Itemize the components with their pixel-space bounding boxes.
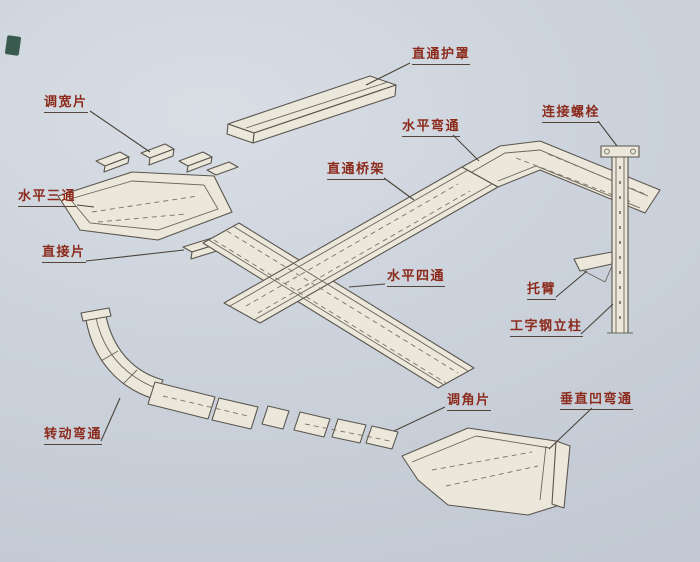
leader-rotating-bend — [100, 397, 121, 442]
label-rotating-bend: 转动弯通 — [44, 428, 103, 445]
leader-angle-adjust-piece — [393, 406, 446, 432]
width-adjust-pieces-drawing — [95, 143, 239, 176]
leader-straight-cover — [365, 62, 411, 86]
label-vertical-concave-bend: 垂直凹弯通 — [560, 393, 633, 410]
leader-connecting-bolt — [597, 120, 618, 147]
horizontal-tee-drawing — [57, 171, 233, 241]
leader-horizontal-bend — [452, 134, 480, 162]
vertical-concave-bend-drawing — [401, 427, 571, 516]
label-horizontal-tee: 水平三通 — [18, 190, 77, 207]
leader-connector-piece — [85, 249, 185, 262]
label-straight-cover: 直通护罩 — [412, 48, 471, 65]
label-horizontal-bend: 水平弯通 — [402, 120, 461, 137]
label-horizontal-cross: 水平四通 — [387, 270, 446, 287]
leader-i-beam-column — [580, 303, 614, 335]
label-width-adjust-piece: 调宽片 — [44, 96, 88, 113]
label-angle-adjust-piece: 调角片 — [447, 394, 491, 411]
support-arm-drawing — [573, 251, 613, 283]
leader-straight-tray — [383, 177, 415, 201]
leader-horizontal-cross — [348, 283, 386, 288]
angle-adjust-pieces-drawing — [293, 411, 399, 450]
straight-cover-drawing — [226, 75, 397, 144]
leader-lines — [76, 62, 618, 450]
label-connector-piece: 直接片 — [42, 246, 86, 263]
leader-width-adjust-piece — [89, 110, 151, 153]
label-support-arm: 托臂 — [527, 283, 557, 300]
horizontal-cross-drawing — [202, 166, 499, 389]
leader-vertical-concave-bend — [548, 407, 593, 450]
label-straight-tray: 直通桥架 — [327, 163, 386, 180]
leader-horizontal-tee — [76, 204, 95, 208]
horizontal-bend-drawing — [461, 140, 661, 214]
label-i-beam-column: 工字钢立柱 — [510, 320, 583, 337]
rotating-bend-drawing — [80, 307, 164, 400]
leader-support-arm — [555, 270, 588, 298]
chain-segments-drawing — [147, 381, 290, 430]
label-connecting-bolt: 连接螺栓 — [542, 106, 601, 123]
i-beam-column-drawing — [600, 145, 640, 334]
